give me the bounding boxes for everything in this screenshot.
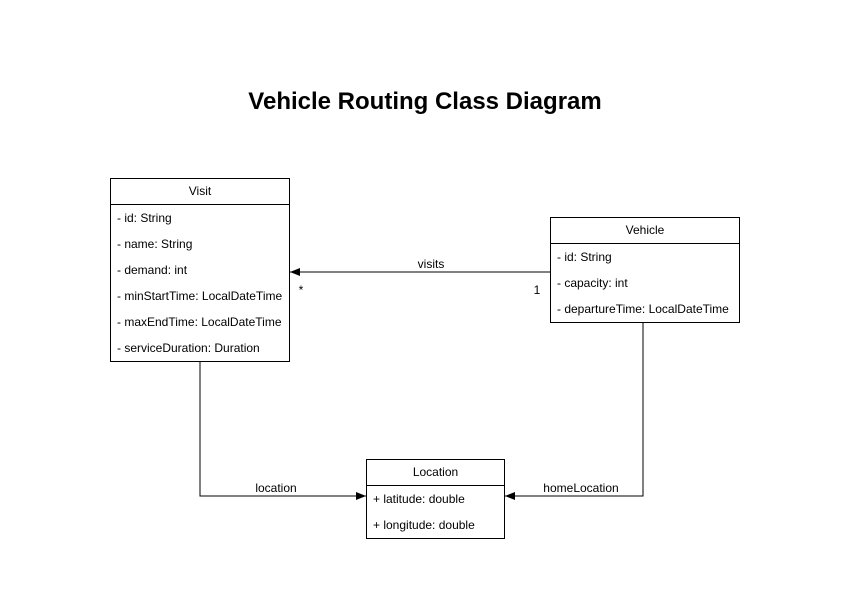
attribute-row: - capacity: int bbox=[557, 276, 628, 290]
attribute-row: - maxEndTime: LocalDateTime bbox=[117, 315, 282, 329]
attribute-row: - minStartTime: LocalDateTime bbox=[117, 289, 283, 303]
attribute-row: - name: String bbox=[117, 237, 193, 251]
class-name-location: Location bbox=[367, 460, 504, 486]
association-location-line[interactable] bbox=[199, 362, 366, 500]
attributes-section: + latitude: double + longitude: double bbox=[367, 486, 504, 538]
diagram-title: Vehicle Routing Class Diagram bbox=[248, 88, 602, 115]
class-box-location[interactable]: Location + latitude: double + longitude:… bbox=[366, 459, 505, 539]
attribute-row: - departureTime: LocalDateTime bbox=[557, 302, 729, 316]
multiplicity-visits-target: * bbox=[298, 283, 304, 297]
attribute-row: + longitude: double bbox=[373, 518, 475, 532]
class-box-visit[interactable]: Visit - id: String - name: String - dema… bbox=[110, 178, 290, 362]
attribute-row: - demand: int bbox=[117, 263, 188, 277]
multiplicity-visits-source: 1 bbox=[533, 283, 541, 297]
attribute-row: - serviceDuration: Duration bbox=[117, 341, 260, 355]
class-name-visit: Visit bbox=[111, 179, 289, 205]
association-label-homelocation[interactable]: homeLocation bbox=[541, 481, 621, 495]
attributes-section: - id: String - name: String - demand: in… bbox=[111, 205, 289, 361]
attribute-row: + latitude: double bbox=[373, 492, 465, 506]
attribute-row: - id: String bbox=[557, 250, 612, 264]
association-label-location[interactable]: location bbox=[253, 481, 299, 495]
attribute-row: - id: String bbox=[117, 211, 172, 225]
attributes-section: - id: String - capacity: int - departure… bbox=[551, 244, 739, 322]
class-name-vehicle: Vehicle bbox=[551, 218, 739, 244]
class-box-vehicle[interactable]: Vehicle - id: String - capacity: int - d… bbox=[550, 217, 740, 323]
association-label-visits[interactable]: visits bbox=[415, 257, 447, 271]
association-homelocation-line[interactable] bbox=[505, 323, 644, 500]
